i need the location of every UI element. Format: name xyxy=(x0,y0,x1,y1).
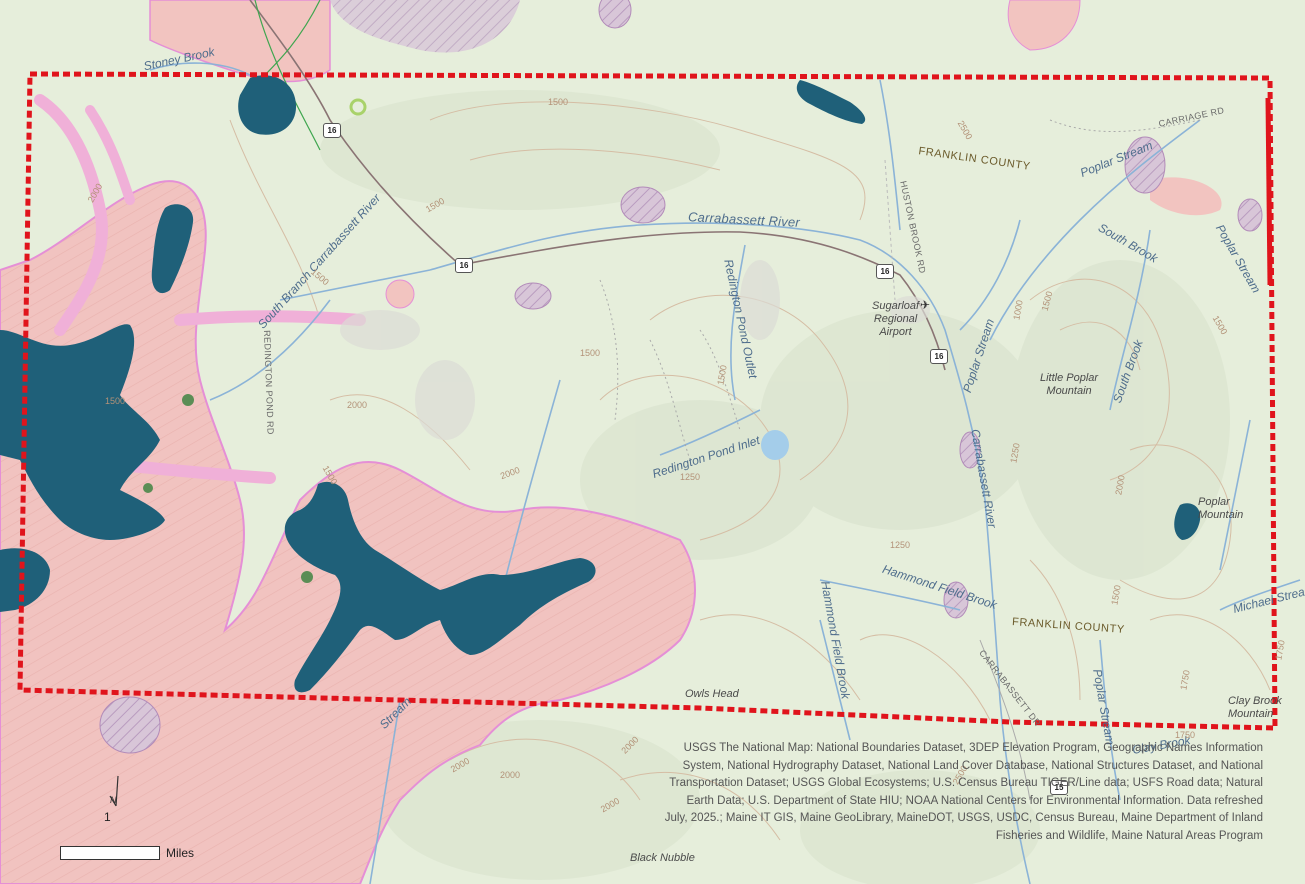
contour-label: 1750 xyxy=(1175,730,1196,740)
wetland-patches xyxy=(143,394,313,583)
contour-label: 1250 xyxy=(680,472,701,482)
route-shield: 16 xyxy=(323,123,341,138)
scale-value: 1 xyxy=(104,810,111,824)
contour-label: 2000 xyxy=(500,770,521,780)
route-shield: 15 xyxy=(1050,780,1068,795)
developed-area xyxy=(340,260,930,440)
streams xyxy=(149,62,1301,884)
label-clay-brook-mountain: Clay Brook Mountain xyxy=(1228,695,1282,720)
small-marker xyxy=(349,98,367,116)
route-shield: 16 xyxy=(876,264,894,279)
terrain-shading xyxy=(320,90,1230,884)
label-black-nubble: Black Nubble xyxy=(630,852,695,864)
route-shield: 16 xyxy=(930,349,948,364)
contour-label: 2000 xyxy=(347,400,368,410)
airplane-icon: ✈ xyxy=(920,298,931,312)
contour-label: 1500 xyxy=(580,348,601,358)
contour-label: 1500 xyxy=(105,396,126,406)
map-attribution: USGS The National Map: National Boundari… xyxy=(664,742,1263,842)
scale-bar xyxy=(60,846,160,860)
label-little-poplar-mountain: Little Poplar Mountain xyxy=(1040,372,1099,397)
label-poplar-mountain: Poplar Mountain xyxy=(1198,496,1244,521)
scale-unit: Miles xyxy=(166,846,195,860)
label-owls-head: Owls Head xyxy=(685,688,739,700)
north-arrow-icon xyxy=(109,775,119,807)
contour-label: 1250 xyxy=(890,540,911,550)
contour-label: 1500 xyxy=(548,97,569,107)
small-protected-circle xyxy=(385,279,415,309)
redington-pond xyxy=(761,430,789,460)
north-letter: N xyxy=(110,795,117,805)
water-bodies xyxy=(0,75,1201,693)
route-shield: 16 xyxy=(455,258,473,273)
label-sugarloaf-airport: Sugarloaf Regional Airport xyxy=(872,300,920,338)
study-area-solid-edge xyxy=(1265,97,1273,286)
hatched-parcels xyxy=(99,0,1263,754)
contour-lines xyxy=(229,101,1271,841)
